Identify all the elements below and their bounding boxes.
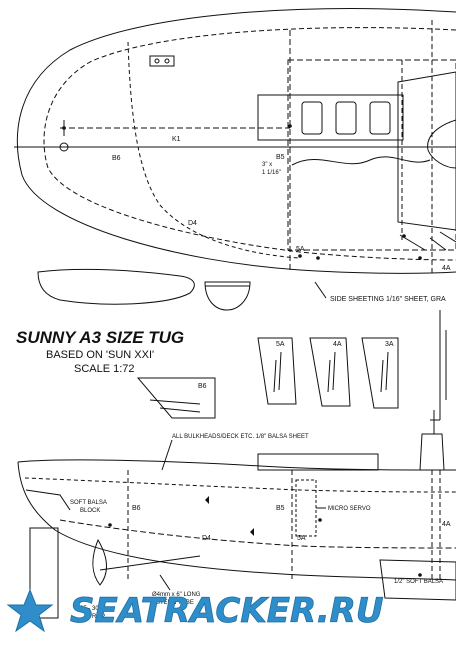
label-part-5a: 5A	[276, 341, 285, 348]
plan-subtitle: BASED ON 'SUN XXI'	[46, 349, 154, 361]
label-side-sheeting: SIDE SHEETING 1/16" SHEET, GRA	[330, 296, 446, 303]
hatch-window-2	[335, 101, 357, 135]
label-bulkheads-note: ALL BULKHEADS/DECK ETC. 1/8" BALSA SHEET	[172, 434, 309, 440]
label-b5-bottom: B5	[276, 505, 285, 512]
part-3a-slots	[380, 351, 389, 393]
funnel-plan	[427, 119, 456, 169]
stern-tube-side	[99, 555, 201, 571]
label-size-top-2: 1 1/16"	[262, 170, 281, 176]
label-b6-bottom: B6	[132, 505, 141, 512]
sheer-wave-plan	[291, 156, 431, 166]
cabin-frame	[287, 59, 456, 251]
label-d4-top: D4	[188, 220, 197, 227]
soft-balsa-right-block	[379, 559, 456, 601]
hatch-window-1	[301, 101, 323, 135]
bulkheads-leader	[161, 439, 173, 471]
deck-line-plan	[43, 27, 456, 261]
stern-tube-leader	[159, 574, 171, 591]
b6-curve-plan	[127, 41, 301, 259]
label-stern-tube-1: Ø4mm x 6" LONG	[152, 592, 201, 598]
label-5a-bottom: 5A	[297, 535, 306, 542]
funnel-side	[419, 433, 445, 471]
rudder-side	[29, 527, 59, 619]
hull-profile-side	[17, 461, 456, 581]
cabin-roof	[397, 71, 456, 231]
label-soft-balsa-1: SOFT BALSA	[70, 500, 107, 506]
wheelhouse-side	[257, 453, 379, 471]
label-b5-top: B5	[276, 154, 285, 161]
label-d4-bottom: D4	[202, 535, 211, 542]
label-part-3a: 3A	[385, 341, 394, 348]
part-4a-slots	[327, 351, 336, 393]
label-b6-top: B6	[112, 155, 121, 162]
position-markers	[62, 124, 422, 577]
bulwark-line-side	[24, 477, 456, 493]
part-3a-shape	[361, 337, 399, 409]
keel-side	[59, 519, 456, 549]
right-edge-detail	[439, 310, 447, 420]
label-part-4a: 4A	[333, 341, 342, 348]
label-4a-bottom: 4A	[442, 521, 451, 528]
label-4a-top: 4A	[442, 265, 451, 272]
watermark-logo: SEATRACKER.RU	[6, 588, 384, 633]
watermark-text: SEATRACKER.RU	[70, 591, 383, 631]
part-5a-shape	[257, 337, 297, 405]
grain-lines-plan	[399, 231, 456, 251]
label-prop-2: PROP	[88, 614, 105, 620]
bollard-hole-2	[164, 58, 170, 64]
label-part-b6: B6	[198, 383, 207, 390]
part-4a-shape	[309, 337, 351, 407]
label-soft-balsa-right: 1/2" SOFT BALSA	[394, 579, 443, 585]
label-5a-top: 5A	[296, 246, 305, 253]
plan-scale: SCALE 1:72	[74, 363, 135, 375]
bow-profile-part	[37, 268, 195, 305]
label-micro-servo: MICRO SERVO	[328, 506, 371, 512]
label-prop-1: 25 - 30mm	[80, 606, 109, 612]
watermark-star-icon	[6, 588, 54, 633]
hull-outline-plan	[16, 8, 456, 274]
soft-balsa-block-edge	[25, 489, 71, 511]
propeller-side	[92, 538, 107, 586]
hull-section-part	[204, 281, 251, 311]
sheeting-leader	[314, 281, 327, 299]
bollard-hole-1	[154, 58, 160, 64]
plan-title: SUNNY A3 SIZE TUG	[16, 328, 184, 347]
part-b6-shape	[136, 377, 216, 419]
label-k1: K1	[172, 136, 181, 143]
part-b6-slots	[149, 399, 201, 413]
hatch-window-3	[369, 101, 391, 135]
part-5a-slots	[273, 351, 282, 393]
bow-pivot	[59, 142, 69, 152]
label-size-top-1: 3" x	[262, 162, 272, 168]
micro-servo-box	[295, 479, 317, 537]
deck-hatch	[257, 94, 404, 141]
label-stern-tube-2: STERN TUBE	[156, 600, 194, 606]
mast-side	[430, 410, 440, 434]
label-soft-balsa-2: BLOCK	[80, 508, 100, 514]
bollard-plan	[149, 55, 175, 67]
deck-sheer-side	[17, 459, 456, 471]
